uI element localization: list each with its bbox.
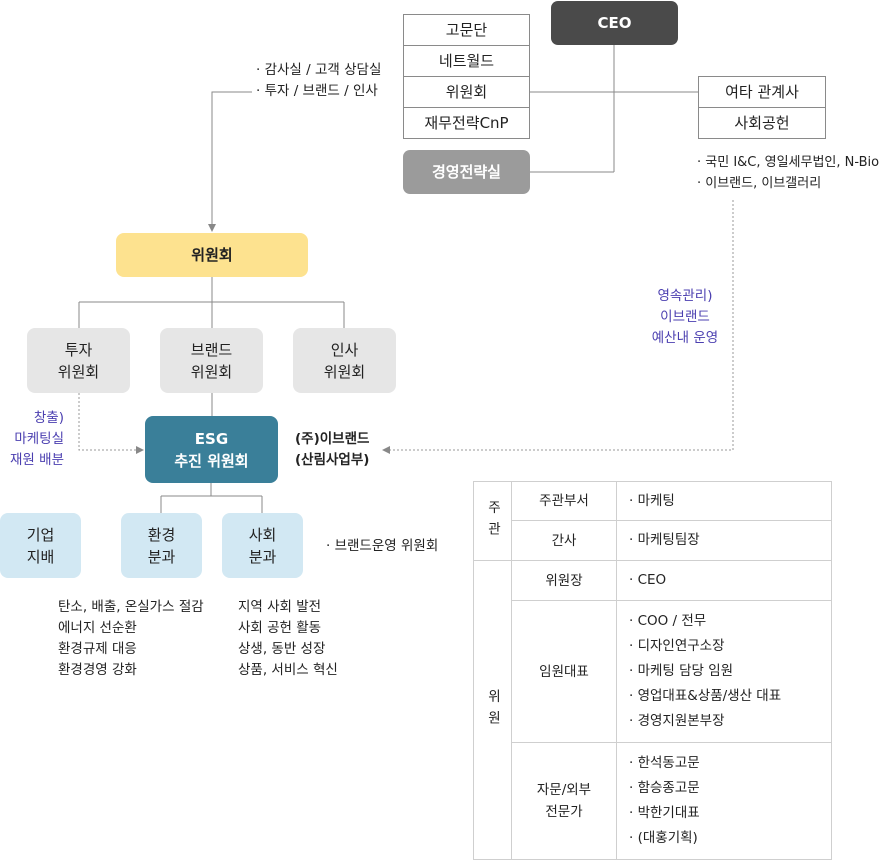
role-cell: 간사 xyxy=(511,520,617,561)
brand-committee-box: 브랜드 위원회 xyxy=(160,328,263,393)
invest-committee-box: 투자 위원회 xyxy=(27,328,130,393)
ceo-box: CEO xyxy=(551,1,678,45)
advisor-box-1: 고문단 xyxy=(403,14,530,46)
items-cell: · COO / 전무 · 디자인연구소장 · 마케팅 담당 임원 · 영업대표&… xyxy=(616,600,832,743)
eland-forestry-note: (주)이브랜드 (산림사업부) xyxy=(295,431,370,468)
items-cell: · 마케팅 xyxy=(616,481,832,521)
group-cell-host: 주관 xyxy=(473,481,512,561)
esg-committee-box: ESG 추진 위원회 xyxy=(145,416,278,483)
role-cell: 자문/외부 전문가 xyxy=(511,742,617,860)
environment-division-box: 환경 분과 xyxy=(121,513,202,578)
committee-members-table: 주관 주관부서 · 마케팅 간사 · 마케팅팀장 위원 위원장 · CEO 임원… xyxy=(473,481,832,860)
affiliate-box-2: 사회공헌 xyxy=(698,107,826,139)
hr-committee-box: 인사 위원회 xyxy=(293,328,396,393)
items-cell: · 마케팅팀장 xyxy=(616,520,832,561)
budget-note: 영속관리) 이브랜드 예산내 운영 xyxy=(651,288,719,346)
environment-tasks: 탄소, 배출, 온실가스 절감 에너지 선순환 환경규제 대응 환경경영 강화 xyxy=(58,599,204,678)
brand-operation-committee-note: · 브랜드운영 위원회 xyxy=(326,538,439,554)
social-tasks: 지역 사회 발전 사회 공헌 활동 상생, 동반 성장 상품, 서비스 혁신 xyxy=(238,599,338,678)
items-cell: · CEO xyxy=(616,560,832,601)
group-cell-member: 위원 xyxy=(473,560,512,860)
social-division-box: 사회 분과 xyxy=(222,513,303,578)
role-cell: 주관부서 xyxy=(511,481,617,521)
left-notes: · 감사실 / 고객 상담실 · 투자 / 브랜드 / 인사 xyxy=(256,62,382,99)
affiliate-box-1: 여타 관계사 xyxy=(698,76,826,108)
role-cell: 임원대표 xyxy=(511,600,617,743)
strategy-office-box: 경영전략실 xyxy=(403,150,530,194)
advisor-box-3: 위원회 xyxy=(403,76,530,108)
advisor-box-2: 네트월드 xyxy=(403,45,530,77)
advisor-box-4: 재무전략CnP xyxy=(403,107,530,139)
governance-division-box: 기업 지배 xyxy=(0,513,81,578)
items-cell: · 한석동고문 · 함승종고문 · 박한기대표 · (대홍기획) xyxy=(616,742,832,860)
affiliate-notes: · 국민 I&C, 영일세무법인, N-Bio · 이브랜드, 이브갤러리 xyxy=(697,155,880,191)
funding-note: 창출) 마케팅실 재원 배분 xyxy=(10,410,64,468)
committee-box: 위원회 xyxy=(116,233,308,277)
role-cell: 위원장 xyxy=(511,560,617,601)
